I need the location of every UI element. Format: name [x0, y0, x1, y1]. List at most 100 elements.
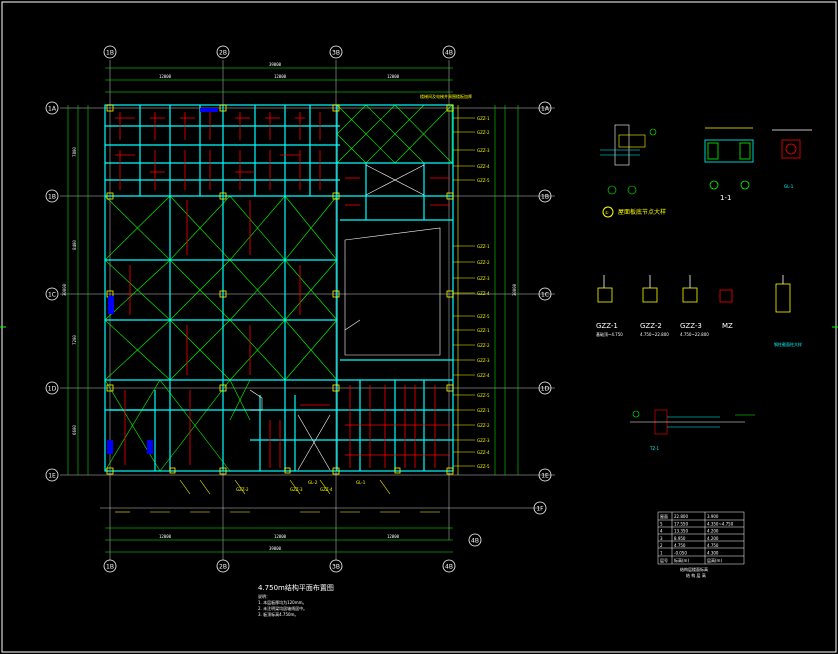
columns	[106, 104, 454, 475]
axis-bubble	[45, 101, 59, 115]
bottom-seg-3: 12000	[387, 534, 400, 539]
zz-tag: GZZ-4	[320, 487, 333, 492]
detail-wall	[600, 124, 657, 195]
mz-label: MZ	[722, 322, 733, 330]
gzz1-sub: 基础顶~4.750	[596, 331, 623, 337]
axis-bubble	[538, 381, 552, 395]
axis-label: 2B	[219, 50, 227, 57]
zz-tags-bottom	[115, 479, 440, 513]
table-cell: 4.200	[707, 536, 719, 541]
callout-number: ①	[605, 210, 609, 215]
axis-bubble	[538, 101, 552, 115]
zz-tag: GZZ-5	[477, 178, 490, 183]
zz-tag: GZZ-2	[477, 260, 490, 265]
axis-bubble	[45, 287, 59, 301]
gzz2-sub: 4.750~22.800	[640, 332, 669, 337]
note-line: 2. 未注明梁均居轴线居中。	[258, 605, 307, 611]
axis-label: 1C	[541, 292, 549, 299]
axis-bubble	[216, 559, 230, 573]
axis-label: 1B	[106, 50, 114, 57]
zz-tag: GZZ-1	[477, 408, 490, 413]
zz-tag: GZZ-4	[477, 450, 490, 455]
axis-label: 1A	[541, 106, 550, 113]
axis-label: 3B	[332, 564, 340, 571]
axis-bubble	[538, 468, 552, 482]
zz-tag: GZZ-3	[477, 148, 490, 153]
extra-label: 钢柱截面柱大样	[774, 341, 802, 347]
note-line: 3. 板顶标高4.750m。	[258, 611, 298, 617]
callout-text: 屋面板底节点大样	[618, 208, 666, 216]
axis-bubble	[538, 189, 552, 203]
grid-lines	[60, 60, 555, 560]
gl-tag: GL-1	[356, 480, 366, 485]
beams	[104, 104, 454, 472]
table-cell: 层号	[660, 557, 668, 563]
axis-bubble	[329, 45, 343, 59]
zz-tag: GZZ-5	[477, 314, 490, 319]
drawing-title: 4.750m结构平面布置图	[258, 583, 334, 592]
axis-label: 1F	[536, 506, 544, 513]
details: 1-1 GL-1 ① 屋面板底节点大样	[596, 124, 812, 578]
column-sections	[597, 275, 791, 313]
top-seg-3: 12000	[387, 74, 400, 79]
zz-tag: GZZ-3	[477, 438, 490, 443]
axis-bubble	[442, 559, 456, 573]
left-seg-1: 7800	[72, 147, 77, 157]
table-cell: 4.750	[707, 543, 719, 548]
axis-label: 3B	[332, 50, 340, 57]
axis-label: 1B	[106, 564, 114, 571]
axis-bubble	[329, 559, 343, 573]
top-overall-dim: 39000	[269, 62, 282, 67]
table-cell: 4.300	[707, 551, 719, 556]
right-overall-dim: 30000	[512, 283, 517, 296]
axis-label: 4B	[471, 538, 479, 545]
axis-bubble	[45, 468, 59, 482]
axis-label: 1C	[48, 292, 56, 299]
special-columns	[107, 108, 218, 454]
bottom-seg-2: 12000	[274, 534, 287, 539]
gzz3-sub: 4.750~22.800	[680, 332, 709, 337]
axis-label: 1E	[541, 473, 549, 480]
left-seg-2: 8400	[72, 240, 77, 250]
axis-label: 1D	[48, 386, 57, 393]
table-cell: 标高(m)	[674, 557, 689, 563]
table-subtitle: 结 构 层 高	[686, 572, 706, 578]
zz-tag: GZZ-1	[477, 328, 490, 333]
note-line: 说明：	[258, 593, 270, 599]
zz-tag: GZZ-4	[477, 291, 490, 296]
table-cell: 2	[660, 543, 663, 548]
left-seg-4: 6600	[72, 425, 77, 435]
left-seg-3: 7200	[72, 335, 77, 345]
table-cell: 3.900	[707, 514, 719, 519]
axis-label: 2B	[219, 564, 227, 571]
gzz3-label: GZZ-3	[680, 322, 702, 330]
axis-bubble	[216, 45, 230, 59]
rebar-marks	[115, 112, 450, 468]
zz-tag: GZZ-3	[477, 276, 490, 281]
gl-tag: GL-2	[308, 480, 318, 485]
callout-circle	[602, 206, 614, 218]
bottom-seg-1: 12000	[159, 534, 172, 539]
axis-bubble	[468, 533, 482, 547]
axis-bubble	[103, 559, 117, 573]
zz-tag: GZZ-3	[477, 358, 490, 363]
zz-tag: GZZ-2	[477, 130, 490, 135]
table-cell: 3	[660, 536, 663, 541]
table-cell: 4.350~4.750	[707, 521, 734, 526]
table-title: 结构层楼面标高	[680, 566, 708, 572]
axis-label: 4B	[445, 50, 453, 57]
left-overall-dim: 30000	[62, 283, 67, 296]
axis-bubble	[45, 381, 59, 395]
table-cell: 22.800	[674, 514, 688, 519]
zz-tags-right	[453, 105, 475, 475]
zz-tag: GZZ-2	[477, 423, 490, 428]
axis-bubble	[533, 501, 547, 515]
zz-tag: GZZ-4	[477, 373, 490, 378]
table-cell: 4.750	[674, 543, 686, 548]
level-table	[657, 511, 745, 565]
axis-bubble	[45, 189, 59, 203]
gzz2-label: GZZ-2	[640, 322, 662, 330]
